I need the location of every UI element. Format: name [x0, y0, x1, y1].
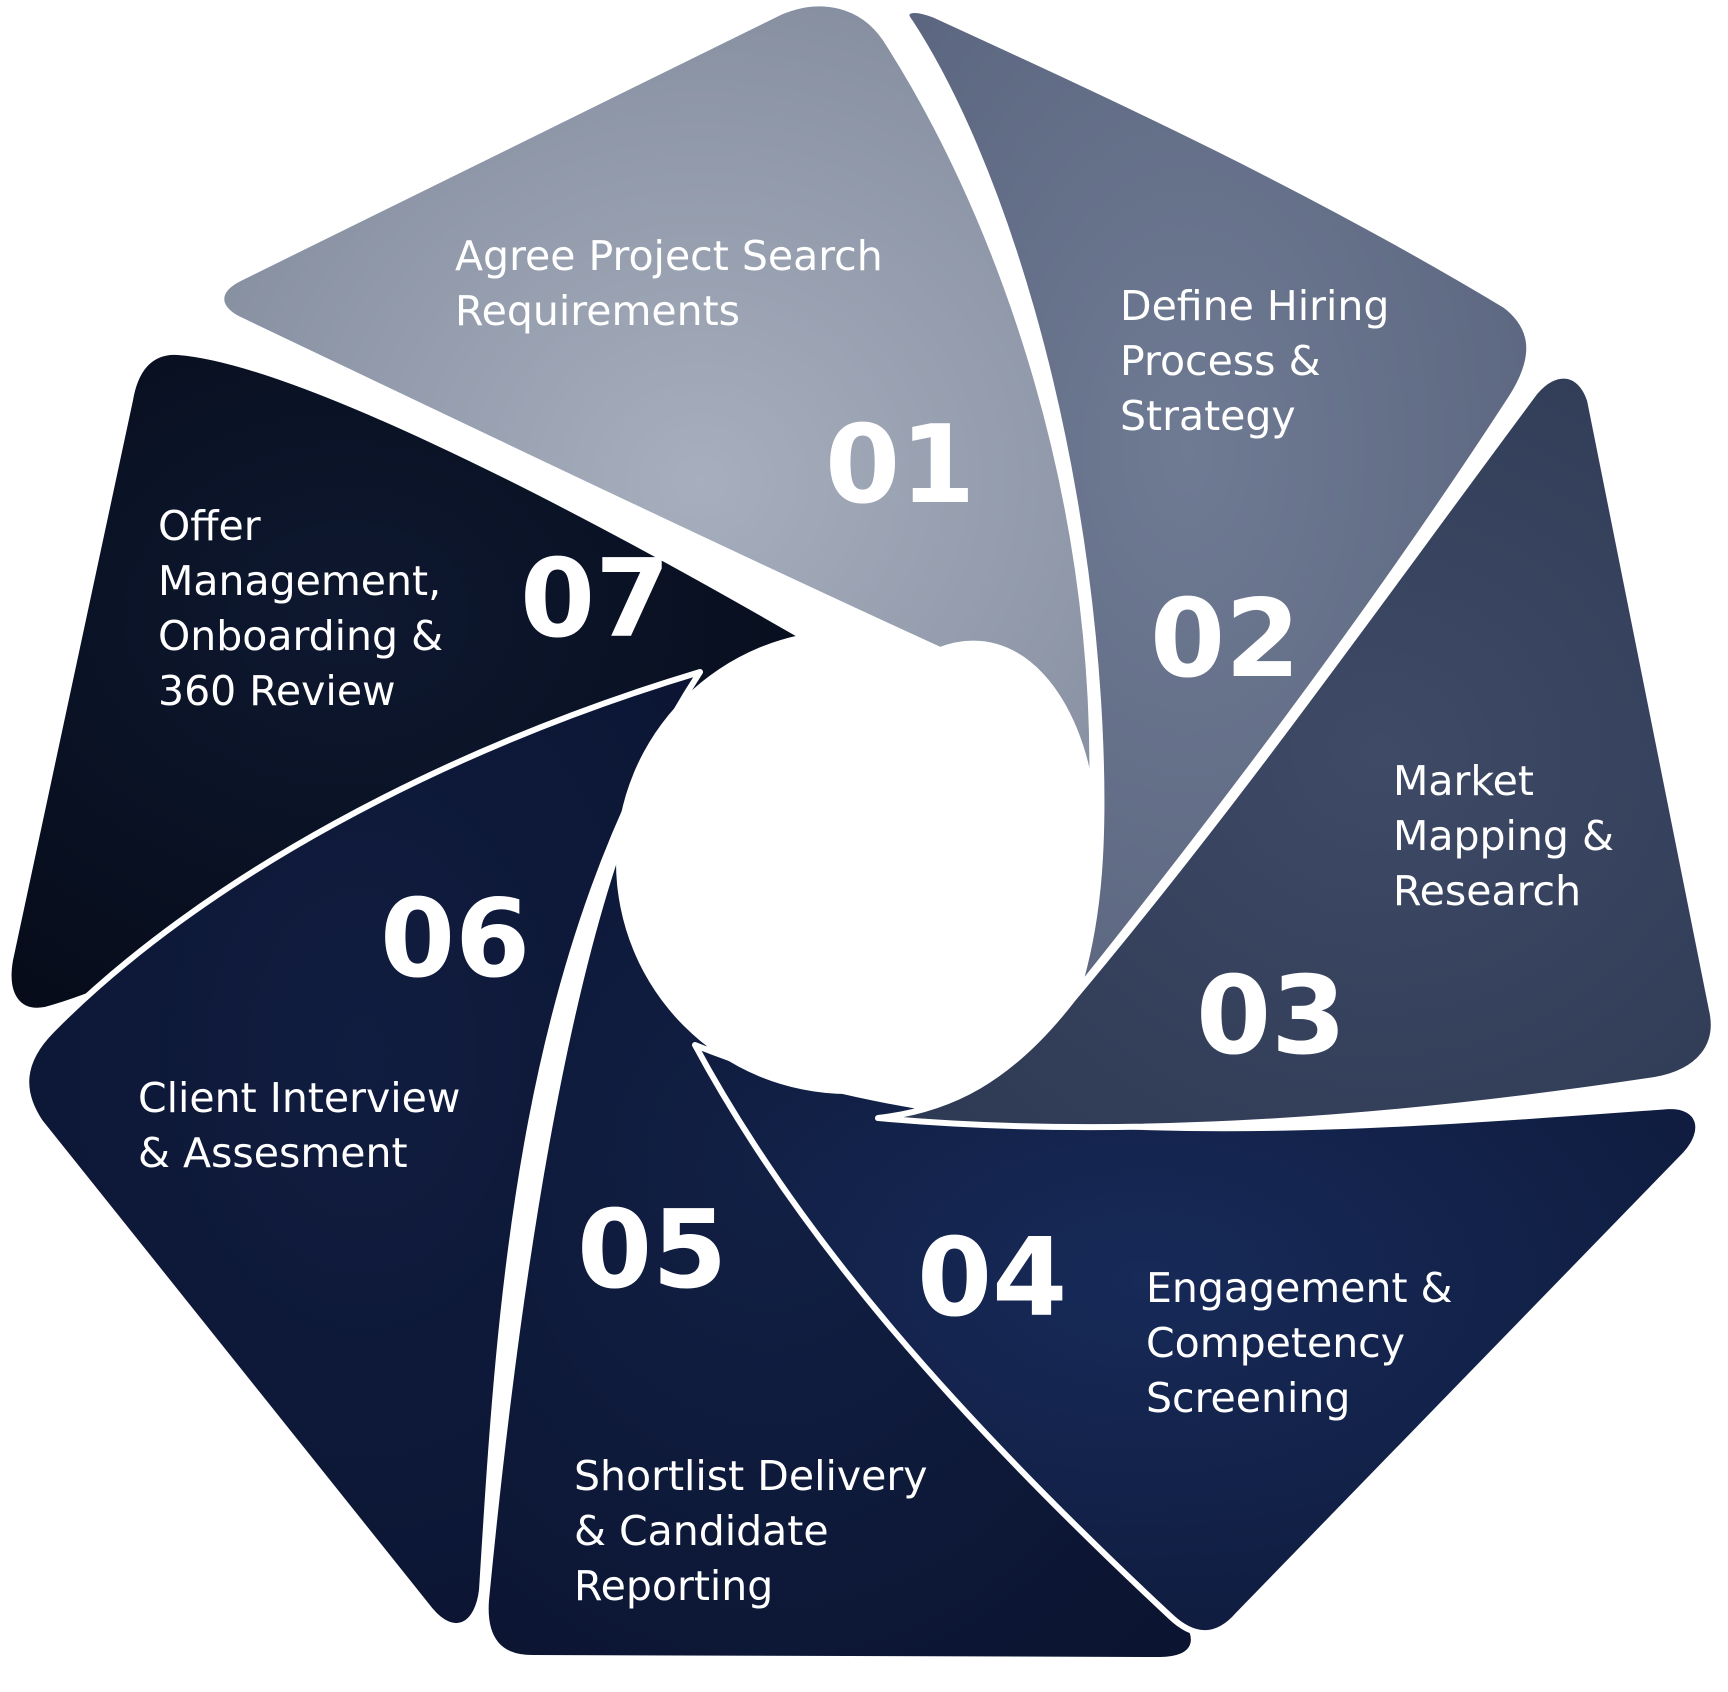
step-06-label-line-2: & Assesment	[138, 1129, 408, 1177]
step-02: 02 Define Hiring Process & Strategy	[903, 7, 1533, 993]
step-03-label-line-1: Market	[1393, 757, 1534, 805]
step-07-label-line-2: Management,	[158, 557, 441, 605]
step-02-shape	[903, 7, 1533, 993]
step-06-label-line-1: Client Interview	[138, 1074, 460, 1122]
step-02-number: 02	[1150, 577, 1300, 702]
step-02-label-line-3: Strategy	[1120, 392, 1296, 440]
step-07: 07 Offer Management, Onboarding & 360 Re…	[5, 348, 863, 1014]
step-03-label-line-3: Research	[1393, 867, 1581, 915]
step-04: 04 Engagement & Competency Screening	[692, 1042, 1702, 1637]
step-01-label-line-2: Requirements	[455, 287, 740, 335]
step-03: 03 Market Mapping & Research	[875, 372, 1717, 1131]
step-06-number: 06	[380, 877, 530, 1002]
step-02-label-line-2: Process &	[1120, 337, 1321, 385]
center-hole	[616, 630, 1080, 1094]
step-04-label-line-1: Engagement &	[1146, 1264, 1453, 1312]
step-05-label-line-3: Reporting	[574, 1562, 773, 1610]
step-04-label-line-3: Screening	[1146, 1374, 1350, 1422]
step-05-label-line-2: & Candidate	[574, 1507, 829, 1555]
step-06-shape	[23, 669, 703, 1630]
step-01-shape	[218, 0, 1096, 803]
step-04-label-line-2: Competency	[1146, 1319, 1405, 1367]
step-05-number: 05	[577, 1188, 727, 1313]
step-07-label-line-3: Onboarding &	[158, 612, 443, 660]
step-04-number: 04	[917, 1216, 1067, 1341]
step-05-label-line-1: Shortlist Delivery	[574, 1452, 927, 1500]
step-01: 01 Agree Project Search Requirements	[218, 0, 1096, 803]
step-03-shape	[875, 372, 1717, 1131]
step-03-number: 03	[1196, 954, 1346, 1079]
step-01-label-line-1: Agree Project Search	[455, 232, 883, 280]
step-01-number: 01	[825, 403, 975, 528]
step-06: 06 Client Interview & Assesment	[23, 669, 703, 1630]
step-07-label-line-1: Offer	[158, 502, 261, 550]
step-02-label-line-1: Define Hiring	[1120, 282, 1389, 330]
step-07-label-line-4: 360 Review	[158, 667, 396, 715]
step-03-label-line-2: Mapping &	[1393, 812, 1614, 860]
step-07-number: 07	[520, 537, 670, 662]
